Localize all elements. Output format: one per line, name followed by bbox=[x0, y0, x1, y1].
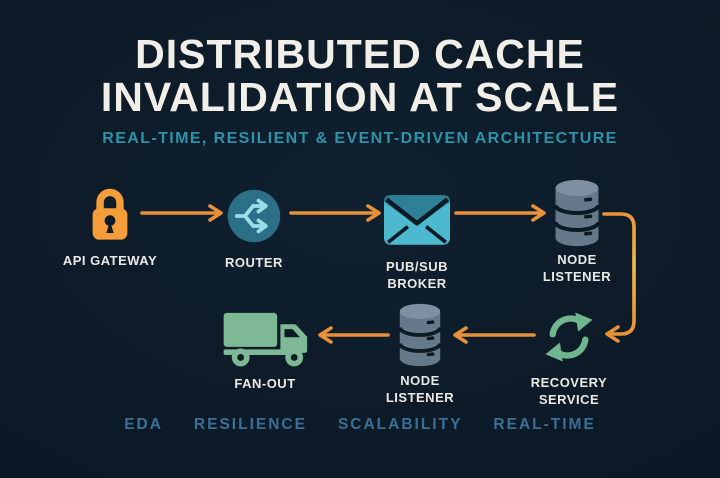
node-api-gateway: API GATEWAY bbox=[42, 182, 178, 270]
envelope-icon bbox=[384, 188, 450, 252]
node-label: RECOVERY SERVICE bbox=[530, 375, 608, 407]
footer-tag-scalability: SCALABILITY bbox=[337, 416, 463, 433]
arrow-gateway-to-router bbox=[140, 204, 223, 222]
lock-icon bbox=[83, 182, 137, 246]
arrow-broker-to-listener bbox=[454, 204, 546, 222]
arrow-listener-to-fanout bbox=[318, 326, 390, 344]
node-fan-out: FAN-OUT bbox=[197, 307, 333, 393]
footer-tag-eda: EDA bbox=[124, 416, 163, 433]
node-label: PUB/SUB BROKER bbox=[385, 259, 448, 291]
page-subtitle: REAL-TIME, RESILIENT & EVENT-DRIVEN ARCH… bbox=[102, 130, 618, 147]
route-arrows-icon bbox=[225, 184, 283, 248]
node-label: ROUTER bbox=[225, 255, 283, 270]
database-icon bbox=[550, 179, 604, 247]
sync-arrows-icon bbox=[540, 306, 598, 368]
arrow-recovery-to-listener bbox=[453, 326, 536, 344]
page-title: DISTRIBUTED CACHE INVALIDATION AT SCALE bbox=[0, 33, 720, 118]
node-pubsub-broker: PUB/SUB BROKER bbox=[349, 188, 485, 293]
node-listener-2: NODE LISTENER bbox=[352, 303, 488, 407]
arrow-listener-to-recovery bbox=[602, 212, 636, 343]
title-line-2: INVALIDATION AT SCALE bbox=[100, 73, 620, 120]
footer-tag-resilience: RESILIENCE bbox=[193, 416, 307, 433]
node-label: API GATEWAY bbox=[62, 253, 158, 268]
node-label: FAN-OUT bbox=[234, 376, 296, 391]
node-label: NODE LISTENER bbox=[385, 373, 455, 405]
node-router: ROUTER bbox=[186, 184, 322, 272]
node-listener-1: NODE LISTENER bbox=[509, 179, 645, 286]
footer-tags: EDA RESILIENCE SCALABILITY REAL-TIME bbox=[0, 416, 720, 434]
arrow-router-to-broker bbox=[289, 204, 381, 222]
title-line-1: DISTRIBUTED CACHE bbox=[135, 31, 585, 77]
truck-icon bbox=[217, 307, 313, 369]
footer-tag-realtime: REAL-TIME bbox=[493, 416, 596, 433]
node-recovery-service: RECOVERY SERVICE bbox=[501, 306, 637, 409]
node-label: NODE LISTENER bbox=[542, 252, 612, 284]
database-icon bbox=[394, 303, 446, 367]
